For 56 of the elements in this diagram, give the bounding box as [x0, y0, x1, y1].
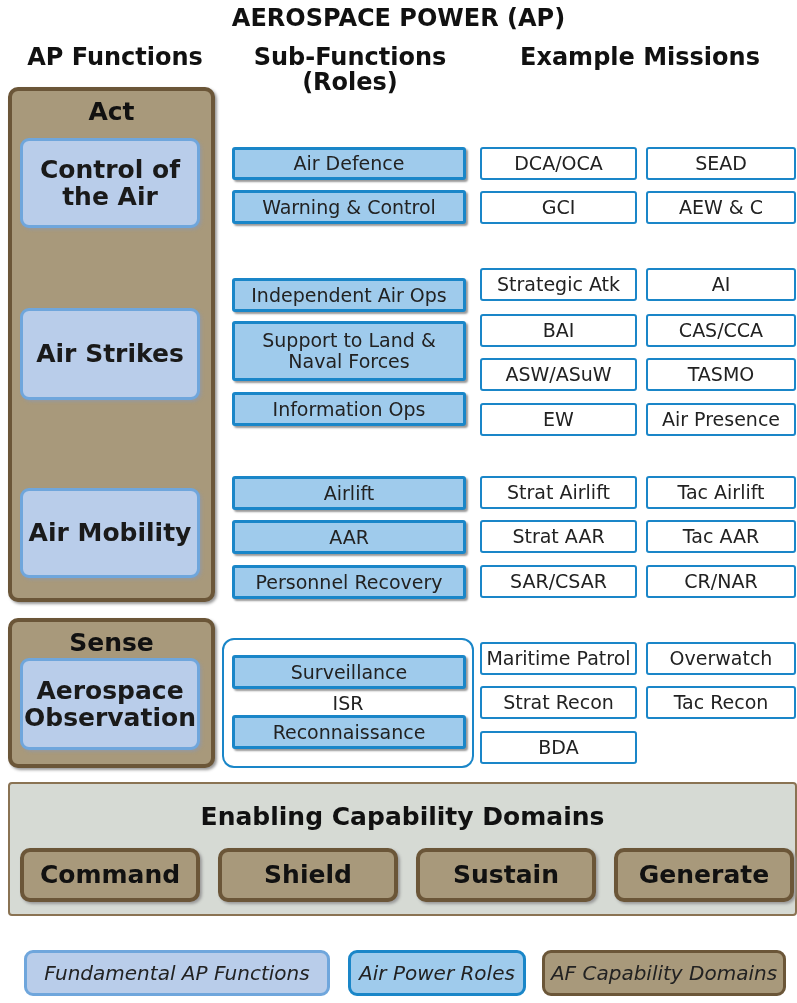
mission-box: SEAD — [646, 147, 796, 180]
mission-box: TASMO — [646, 358, 796, 391]
column-heading: Example Missions — [519, 45, 761, 71]
mission-box: Strategic Atk — [480, 268, 637, 301]
role-box: Independent Air Ops — [232, 278, 466, 312]
role-box: Support to Land & Naval Forces — [232, 321, 466, 381]
mission-box: Strat AAR — [480, 520, 637, 553]
capability-box: Shield — [218, 848, 398, 902]
mission-box: SAR/CSAR — [480, 565, 637, 598]
role-box: Surveillance — [232, 655, 466, 689]
mission-box: CR/NAR — [646, 565, 796, 598]
mission-box: DCA/OCA — [480, 147, 637, 180]
legend-swatch: Fundamental AP Functions — [24, 950, 330, 996]
mission-box: BAI — [480, 314, 637, 347]
capability-box: Generate — [614, 848, 794, 902]
panel-heading: Enabling Capability Domains — [199, 802, 606, 831]
mission-box: EW — [480, 403, 637, 436]
function-box: Aerospace Observation — [20, 658, 200, 750]
mission-box: AEW & C — [646, 191, 796, 224]
legend-swatch: AF Capability Domains — [542, 950, 786, 996]
panel-heading: Sense — [68, 628, 155, 657]
role-box: Information Ops — [232, 392, 466, 426]
mission-box: GCI — [480, 191, 637, 224]
capability-box: Command — [20, 848, 200, 902]
function-box: Air Mobility — [20, 488, 200, 578]
panel-heading: Act — [87, 97, 136, 126]
mission-box: Strat Airlift — [480, 476, 637, 509]
mission-box: Strat Recon — [480, 686, 637, 719]
mission-box: Tac AAR — [646, 520, 796, 553]
function-box: Air Strikes — [20, 308, 200, 400]
mission-box: Tac Airlift — [646, 476, 796, 509]
role-box: AAR — [232, 520, 466, 554]
column-heading: AP Functions — [26, 45, 204, 71]
mission-box: Tac Recon — [646, 686, 796, 719]
capability-box: Sustain — [416, 848, 596, 902]
mission-box: Maritime Patrol — [480, 642, 637, 675]
mission-box: Air Presence — [646, 403, 796, 436]
role-box: Reconnaissance — [232, 715, 466, 749]
enabling-domains-panel — [8, 782, 797, 916]
role-box: Warning & Control — [232, 190, 466, 224]
mission-box: ASW/ASuW — [480, 358, 637, 391]
isr-group-box — [222, 638, 474, 768]
mission-box: BDA — [480, 731, 637, 764]
role-box: Airlift — [232, 476, 466, 510]
role-box: Air Defence — [232, 147, 466, 180]
legend-swatch: Air Power Roles — [348, 950, 526, 996]
function-box: Control of the Air — [20, 138, 200, 228]
mission-box: Overwatch — [646, 642, 796, 675]
mission-box: AI — [646, 268, 796, 301]
group-label: ISR — [331, 692, 365, 714]
diagram-title: AEROSPACE POWER (AP) — [230, 4, 567, 32]
mission-box: CAS/CCA — [646, 314, 796, 347]
column-heading: Sub-Functions (Roles) — [252, 45, 448, 96]
function-group-panel — [8, 87, 215, 602]
role-box: Personnel Recovery — [232, 565, 466, 599]
function-group-panel — [8, 618, 215, 768]
